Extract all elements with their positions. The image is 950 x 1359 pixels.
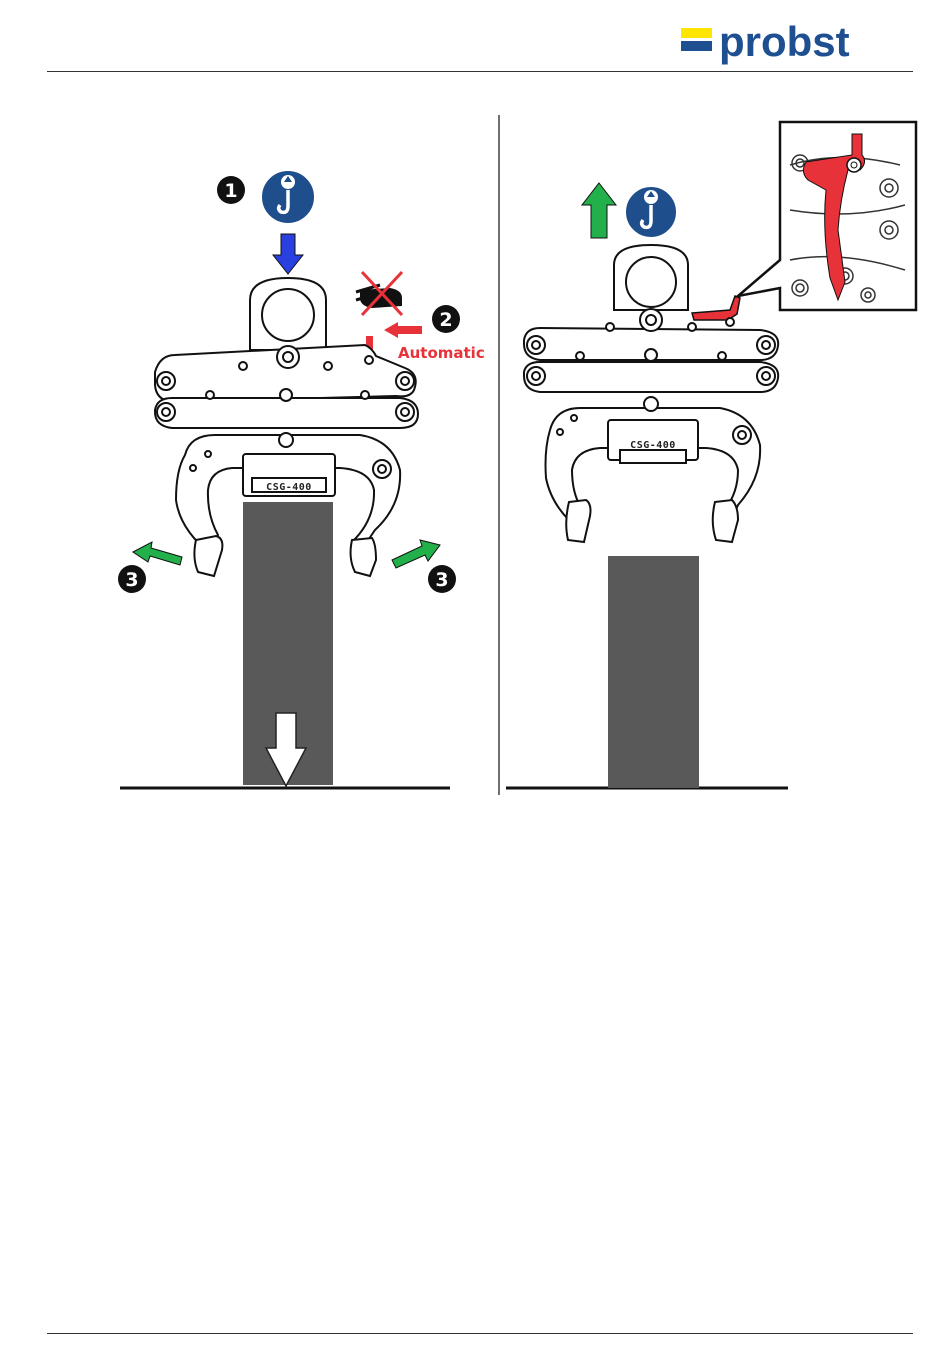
no-hand-icon [356, 272, 402, 315]
svg-text:2: 2 [439, 309, 452, 331]
detail-callout [738, 122, 916, 310]
red-lever-right [692, 296, 740, 320]
svg-text:3: 3 [125, 569, 138, 591]
step-3-right-badge: 3 [428, 565, 456, 593]
step-1-badge: 1 [217, 176, 245, 204]
logo-wordmark: probst [719, 22, 850, 65]
probst-logo: probst [679, 22, 905, 66]
lifting-clamp-diagram: 1 2 Automatic [0, 110, 950, 810]
svg-text:1: 1 [224, 180, 237, 202]
green-arrow-right-icon [392, 540, 440, 568]
right-panel: CSG-400 [506, 122, 916, 788]
hook-lift-icon-right [625, 186, 677, 238]
clamp-right [524, 245, 778, 542]
plate-text: CSG-400 [266, 482, 312, 493]
blue-down-arrow-icon [273, 234, 303, 274]
load-block-right [608, 556, 699, 788]
footer-rule [47, 1333, 913, 1334]
logo-blue-bar [681, 41, 712, 51]
plate-text-right: CSG-400 [630, 440, 676, 451]
green-arrow-left-icon [133, 542, 182, 565]
step-3-left-badge: 3 [118, 565, 146, 593]
step-2-badge: 2 [432, 305, 460, 333]
header-rule [47, 71, 913, 72]
red-arrow-left-icon [384, 322, 422, 338]
left-panel: 1 2 Automatic [118, 170, 485, 788]
green-up-arrow-icon [582, 183, 616, 238]
automatic-label: Automatic [398, 344, 485, 362]
svg-text:3: 3 [435, 569, 448, 591]
logo-yellow-bar [681, 28, 712, 38]
hook-lift-icon [261, 170, 315, 224]
